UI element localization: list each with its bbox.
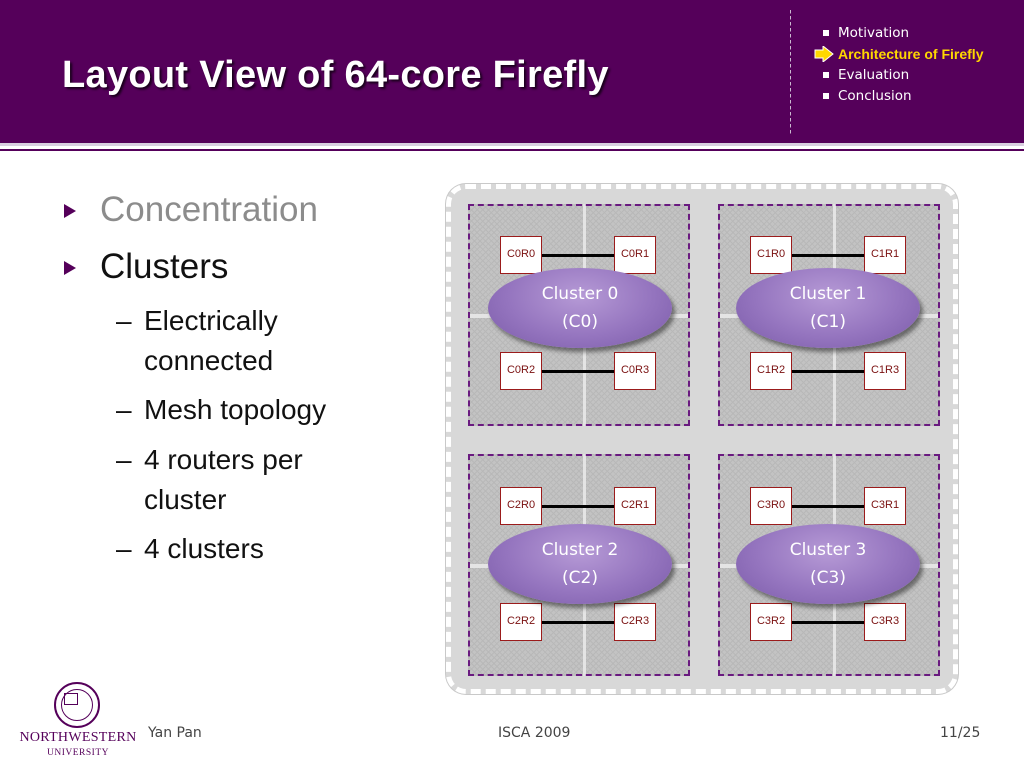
triangle-bullet-icon bbox=[64, 204, 76, 218]
sub-bullet-label: 4 clusters bbox=[144, 533, 264, 564]
cluster-id: (C3) bbox=[810, 568, 846, 588]
router-c0r1: C0R1 bbox=[614, 236, 656, 274]
sub-bullet-electrically-connected: – Electrically connected bbox=[116, 301, 404, 381]
router-c2r2: C2R2 bbox=[500, 603, 542, 641]
cluster-name: Cluster 3 bbox=[789, 540, 867, 560]
cluster-id: (C0) bbox=[562, 312, 598, 332]
router-link bbox=[792, 254, 866, 257]
cluster-ellipse-3: Cluster 3 (C3) bbox=[736, 524, 920, 604]
cluster-ellipse-2: Cluster 2 (C2) bbox=[488, 524, 672, 604]
cluster-name: Cluster 0 bbox=[541, 284, 619, 304]
sub-bullet-four-clusters: – 4 clusters bbox=[116, 529, 404, 569]
dash-bullet: – bbox=[116, 533, 132, 564]
firefly-layout-diagram: C0R0 C0R1 C0R2 C0R3 Cluster 0 (C0) C1R0 … bbox=[440, 180, 968, 698]
agenda-item-evaluation: Evaluation bbox=[822, 66, 1022, 87]
router-c3r1: C3R1 bbox=[864, 487, 906, 525]
header-underline bbox=[0, 149, 1024, 151]
sub-bullet-mesh-topology: – Mesh topology bbox=[116, 390, 404, 430]
logo-subtitle: UNIVERSITY bbox=[47, 748, 109, 758]
router-link bbox=[542, 505, 616, 508]
agenda-item-architecture: Architecture of Firefly bbox=[814, 45, 1022, 66]
router-link bbox=[792, 505, 866, 508]
agenda-item-label: Evaluation bbox=[838, 67, 910, 83]
bullet-clusters: Clusters bbox=[64, 247, 228, 287]
slide-header: Layout View of 64-core Firefly Motivatio… bbox=[0, 0, 1024, 146]
router-c1r0: C1R0 bbox=[750, 236, 792, 274]
agenda-item-label: Architecture of Firefly bbox=[838, 46, 984, 62]
router-c1r2: C1R2 bbox=[750, 352, 792, 390]
router-c0r3: C0R3 bbox=[614, 352, 656, 390]
router-c2r3: C2R3 bbox=[614, 603, 656, 641]
current-section-arrow-icon bbox=[814, 46, 834, 62]
logo-name: NORTHWESTERN bbox=[19, 730, 137, 745]
footer-page-number: 11/25 bbox=[940, 725, 981, 741]
router-c1r3: C1R3 bbox=[864, 352, 906, 390]
bullet-label: Clusters bbox=[100, 247, 229, 286]
router-c3r2: C3R2 bbox=[750, 603, 792, 641]
university-seal-icon bbox=[54, 682, 100, 728]
router-c3r0: C3R0 bbox=[750, 487, 792, 525]
bullet-label: Concentration bbox=[100, 190, 318, 229]
agenda-item-conclusion: Conclusion bbox=[822, 87, 1022, 108]
sub-bullet-label: 4 routers per cluster bbox=[144, 444, 303, 515]
square-bullet-icon bbox=[823, 30, 829, 36]
square-bullet-icon bbox=[823, 72, 829, 78]
cluster-id: (C2) bbox=[562, 568, 598, 588]
agenda-item-motivation: Motivation bbox=[822, 24, 1022, 45]
cluster-ellipse-1: Cluster 1 (C1) bbox=[736, 268, 920, 348]
router-c0r2: C0R2 bbox=[500, 352, 542, 390]
dash-bullet: – bbox=[116, 394, 132, 425]
sub-bullet-routers-per-cluster: – 4 routers per cluster bbox=[116, 440, 364, 520]
router-link bbox=[542, 370, 616, 373]
cluster-ellipse-0: Cluster 0 (C0) bbox=[488, 268, 672, 348]
triangle-bullet-icon bbox=[64, 261, 76, 275]
router-c2r1: C2R1 bbox=[614, 487, 656, 525]
sub-bullet-label: Mesh topology bbox=[144, 394, 327, 425]
agenda-item-label: Motivation bbox=[838, 25, 910, 41]
cluster-id: (C1) bbox=[810, 312, 846, 332]
slide-title: Layout View of 64-core Firefly bbox=[62, 54, 609, 96]
cluster-name: Cluster 1 bbox=[789, 284, 867, 304]
router-c3r3: C3R3 bbox=[864, 603, 906, 641]
footer-author: Yan Pan bbox=[148, 725, 202, 741]
agenda-item-label: Conclusion bbox=[838, 88, 912, 104]
dash-bullet: – bbox=[116, 305, 132, 336]
northwestern-logo: NORTHWESTERN UNIVERSITY bbox=[16, 682, 140, 762]
dash-bullet: – bbox=[116, 444, 132, 475]
router-c0r0: C0R0 bbox=[500, 236, 542, 274]
bullet-concentration: Concentration bbox=[64, 190, 318, 230]
square-bullet-icon bbox=[823, 93, 829, 99]
router-link bbox=[542, 621, 616, 624]
router-link bbox=[792, 621, 866, 624]
agenda-list: Motivation Architecture of Firefly Evalu… bbox=[814, 24, 1022, 108]
router-link bbox=[542, 254, 616, 257]
router-link bbox=[792, 370, 866, 373]
footer-venue: ISCA 2009 bbox=[498, 725, 571, 741]
sub-bullet-label: Electrically connected bbox=[144, 305, 278, 376]
cluster-name: Cluster 2 bbox=[541, 540, 619, 560]
header-separator bbox=[788, 10, 794, 136]
router-c1r1: C1R1 bbox=[864, 236, 906, 274]
router-c2r0: C2R0 bbox=[500, 487, 542, 525]
